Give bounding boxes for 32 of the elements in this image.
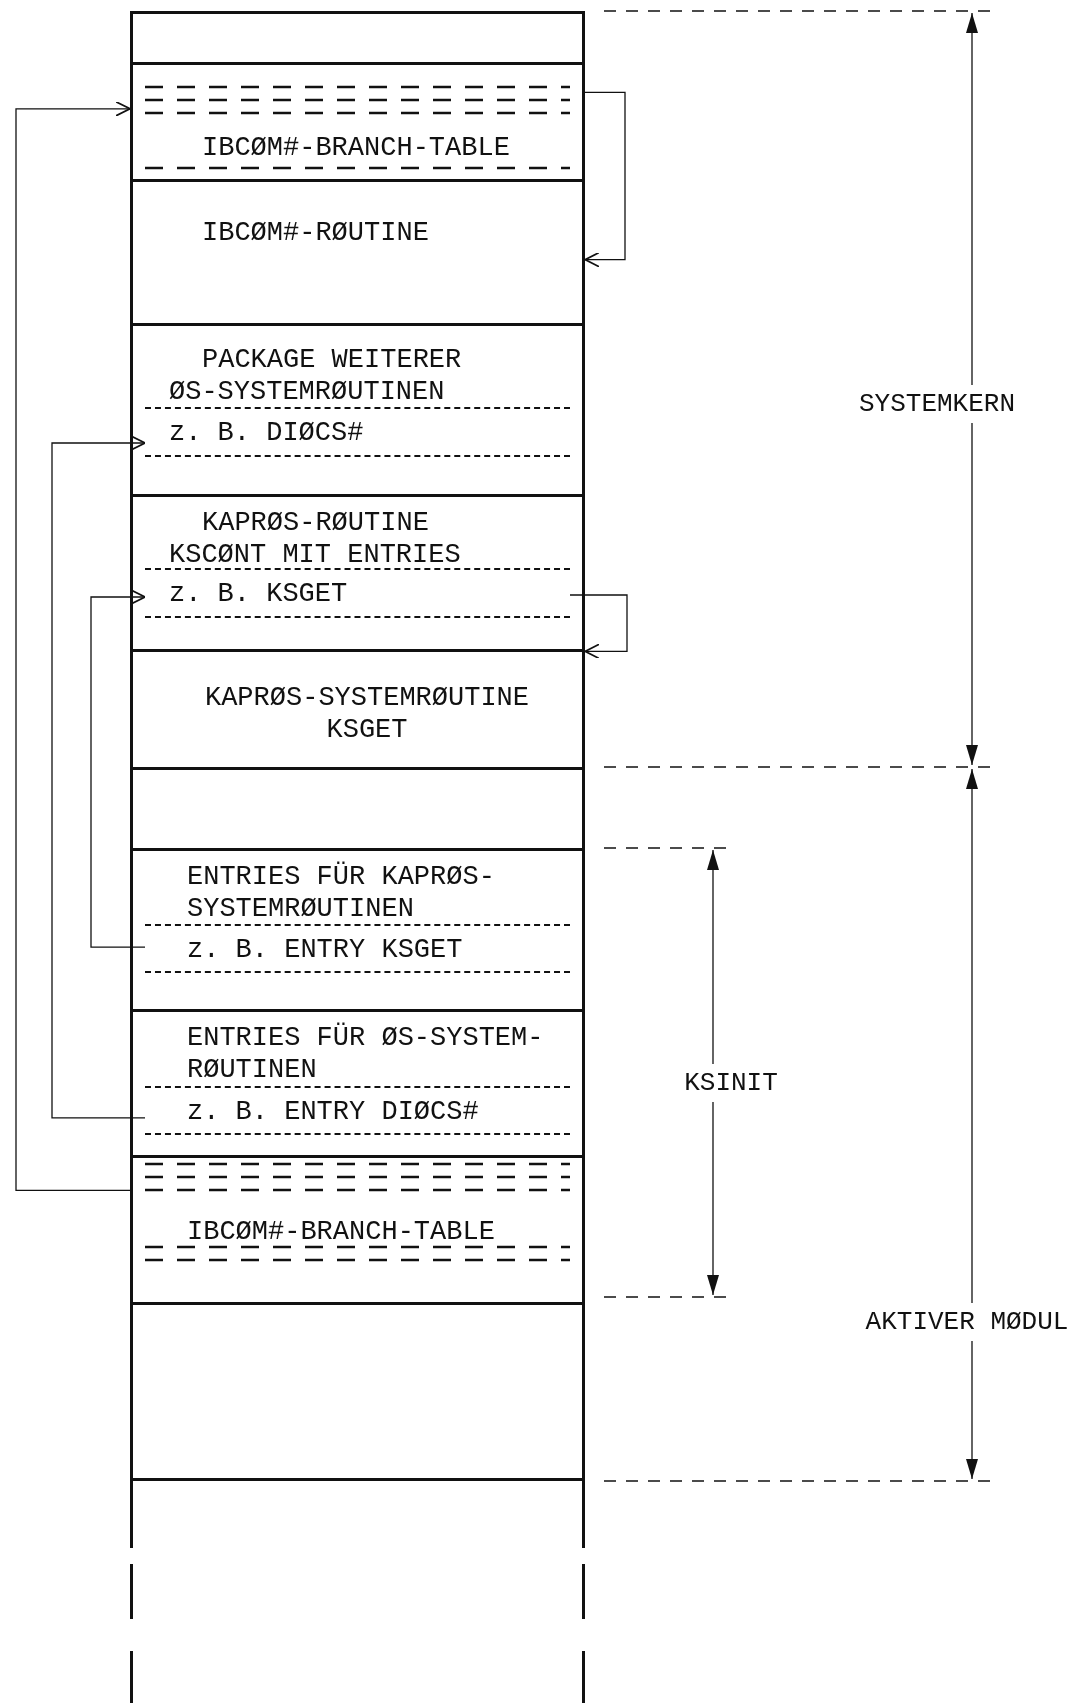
memory-segment bbox=[130, 1302, 585, 1481]
memory-segment bbox=[130, 323, 585, 494]
entry-band bbox=[145, 1086, 570, 1135]
memory-segment bbox=[130, 848, 585, 1009]
entry-label: z. B. DIØCS# bbox=[169, 417, 364, 449]
entry-band bbox=[145, 924, 570, 973]
entry-label: z. B. ENTRY DIØCS# bbox=[187, 1096, 479, 1128]
memory-segment bbox=[130, 62, 585, 179]
arrow bbox=[584, 91, 626, 268]
arrow bbox=[51, 435, 146, 1119]
memory-segment bbox=[130, 179, 585, 323]
segment-label: ENTRIES FÜR ØS-SYSTEM- RØUTINEN bbox=[187, 1022, 545, 1086]
memory-segment bbox=[130, 1155, 585, 1302]
segment-label: PACKAGE WEITERER ØS-SYSTEMRØUTINEN bbox=[169, 344, 463, 408]
entry-band bbox=[145, 568, 570, 618]
segment-label: IBCØM#-BRANCH-TABLE bbox=[202, 132, 510, 164]
segment-label: IBCØM#-BRANCH-TABLE bbox=[187, 1216, 495, 1248]
memory-segment bbox=[130, 649, 585, 767]
entry-label: z. B. KSGET bbox=[169, 578, 348, 610]
memory-segment bbox=[130, 767, 585, 848]
dimension-label: SYSTEMKERN bbox=[857, 385, 1017, 423]
segment-label: ENTRIES FÜR KAPRØS- SYSTEMRØUTINEN bbox=[187, 861, 496, 925]
segment-label: KAPRØS-SYSTEMRØUTINE KSGET bbox=[203, 682, 531, 746]
entry-label: z. B. ENTRY KSGET bbox=[187, 934, 463, 966]
memory-segment bbox=[130, 11, 585, 62]
arrow bbox=[15, 100, 131, 1191]
arrow bbox=[569, 594, 628, 660]
segment-label: IBCØM#-RØUTINE bbox=[202, 217, 429, 249]
memory-segment bbox=[130, 494, 585, 649]
entry-band bbox=[145, 407, 570, 457]
memory-segment bbox=[130, 1009, 585, 1155]
arrow bbox=[90, 589, 146, 948]
